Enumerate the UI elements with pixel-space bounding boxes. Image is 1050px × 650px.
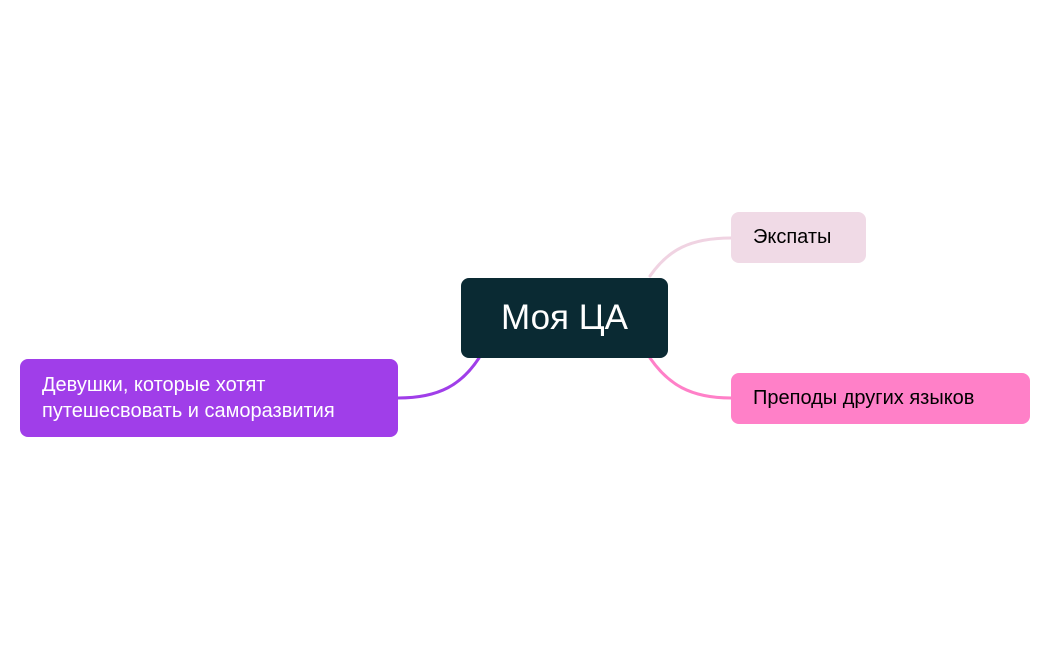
- branch-label-girls-line-2: путешесвовать и саморазвития: [42, 400, 335, 422]
- branch-label-girls-line-1: Девушки, которые хотят: [42, 374, 266, 396]
- connector-girls: [396, 356, 481, 400]
- central-topic-label: Моя ЦА: [501, 298, 628, 337]
- connector-expats: [648, 236, 733, 278]
- branch-node-girls[interactable]: Девушки, которые хотят путешесвовать и с…: [20, 359, 398, 437]
- branch-node-expats[interactable]: Экспаты: [731, 212, 866, 263]
- central-topic-node[interactable]: Моя ЦА: [461, 278, 668, 358]
- branch-label-teachers: Преподы других языков: [753, 387, 975, 409]
- connector-teachers: [648, 356, 733, 400]
- branch-label-girls: Девушки, которые хотят путешесвовать и с…: [42, 372, 335, 424]
- branch-node-teachers[interactable]: Преподы других языков: [731, 373, 1030, 424]
- branch-label-expats: Экспаты: [753, 226, 832, 248]
